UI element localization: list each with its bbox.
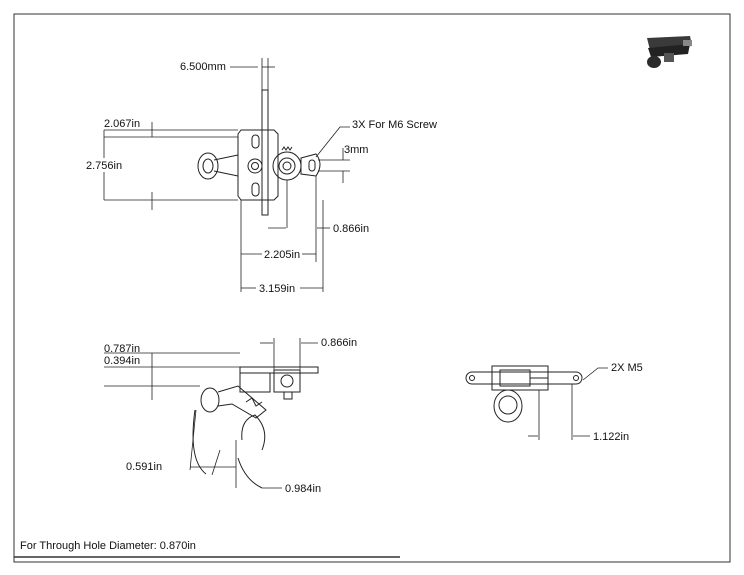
dim-side-top-b: 0.394in [104, 355, 141, 367]
dim-width-mm: 6.500mm [180, 61, 226, 73]
top-view-dimensions [103, 58, 350, 292]
dim-center-right: 0.866in [333, 223, 370, 235]
dim-side-bottom-b: 0.984in [285, 483, 322, 495]
dim-mid: 2.205in [264, 249, 301, 261]
sheet-frame [13, 13, 731, 563]
front-view-dimensions [528, 367, 608, 440]
through-hole-note: For Through Hole Diameter: 0.870in [20, 540, 196, 552]
side-view [192, 366, 319, 489]
front-view [465, 365, 583, 423]
dim-side-bottom-a: 0.591in [126, 461, 163, 473]
dim-overall: 3.159in [259, 283, 296, 295]
dim-front-width: 1.122in [593, 431, 630, 443]
side-view-dimensions [104, 338, 318, 489]
dim-side-top-a: 0.787in [104, 343, 141, 355]
top-view [197, 89, 321, 216]
dim-upper: 2.067in [104, 118, 141, 130]
isometric-thumbnail [647, 36, 692, 68]
note-m5: 2X M5 [611, 362, 643, 374]
dim-height: 2.756in [86, 160, 123, 172]
dim-slot: 3mm [344, 144, 369, 156]
dim-side-top-right: 0.866in [321, 337, 358, 349]
note-m6-screw: 3X For M6 Screw [352, 119, 437, 131]
